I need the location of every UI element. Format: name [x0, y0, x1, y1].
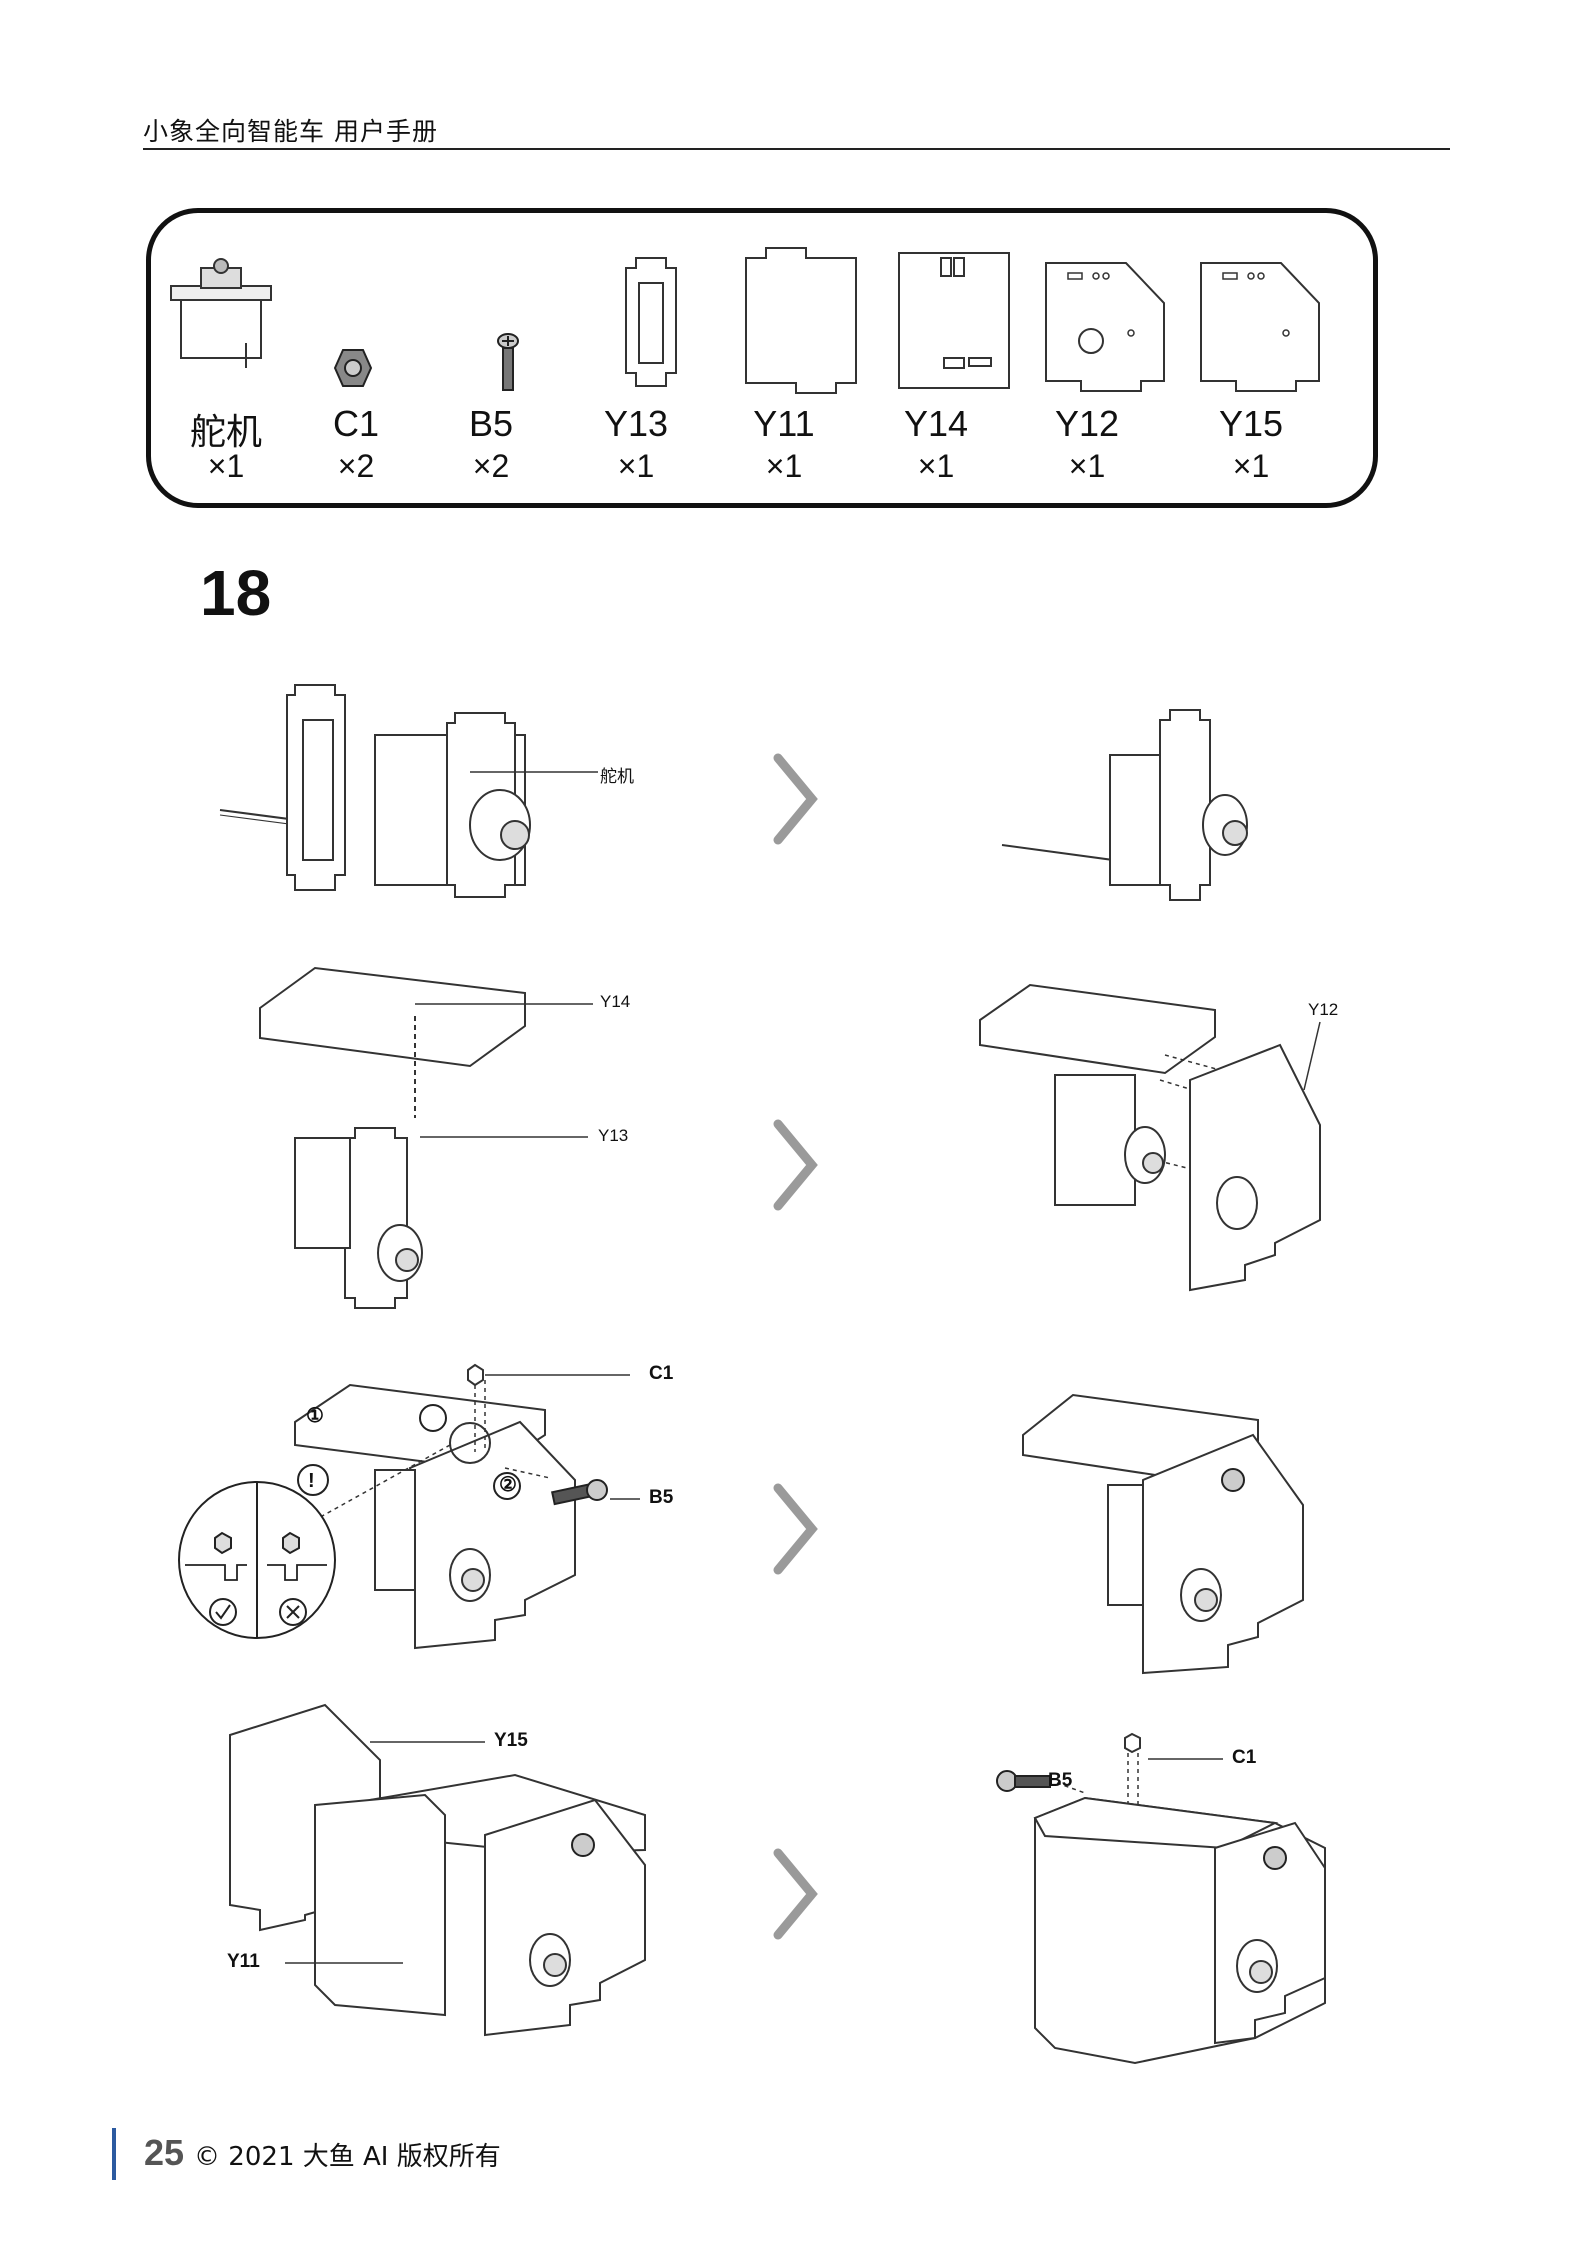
callout-y15: Y15 [494, 1730, 528, 1751]
callout-c1: C1 [1232, 1747, 1257, 1768]
part-name: Y14 [903, 403, 969, 444]
leader-line [1148, 1758, 1223, 1760]
page-footer: 25 © 2021 大鱼 AI 版权所有 [144, 2132, 501, 2174]
callout-b5: B5 [649, 1487, 674, 1508]
part-name: B5 [468, 403, 514, 444]
leader-line [285, 1962, 403, 1964]
step-marker-1: ① [306, 1405, 324, 1427]
part-qty: ×2 [472, 448, 510, 484]
part-qty: ×1 [765, 448, 803, 484]
leader-line [370, 1741, 485, 1743]
callout-c1: C1 [649, 1363, 674, 1384]
copyright-text: © 2021 大鱼 AI 版权所有 [194, 2142, 501, 2172]
top-plate-icon [898, 252, 1010, 389]
page-header-title: 小象全向智能车 用户手册 [143, 117, 438, 146]
header-divider [143, 148, 1450, 150]
part-qty: ×1 [1068, 448, 1106, 484]
next-step-arrow-icon [773, 753, 818, 845]
page-number: 25 [144, 2132, 185, 2173]
assembly-servo-frame-result-diagram [1001, 709, 1248, 901]
assembly-c1-b5-diagram [178, 1363, 608, 1650]
part-name: Y11 [753, 403, 815, 444]
leader-line [470, 771, 598, 773]
part-qty: ×1 [207, 448, 245, 484]
front-plate-icon [1045, 262, 1165, 392]
screw-icon [497, 333, 519, 391]
frame-plate-icon [625, 257, 677, 387]
assembly-y11-y15-diagram [229, 1703, 646, 2037]
assembly-y14-y13-diagram [259, 966, 526, 1309]
part-qty: ×1 [617, 448, 655, 484]
leader-line [610, 1498, 640, 1500]
part-name: Y12 [1054, 403, 1120, 444]
part-name: Y15 [1218, 403, 1284, 444]
part-qty: ×2 [337, 448, 375, 484]
next-step-arrow-icon [773, 1848, 818, 1940]
step-marker-2: ② [499, 1474, 517, 1496]
next-step-arrow-icon [773, 1483, 818, 1575]
part-name: Y13 [603, 403, 669, 444]
callout-y12: Y12 [1308, 1000, 1339, 1019]
hex-nut-icon [333, 349, 373, 387]
parts-list-box: 舵机 ×1 C1 ×2 B5 ×2 Y13 ×1 Y11 ×1 Y14 ×1 Y… [146, 208, 1378, 508]
leader-line [1303, 1021, 1321, 1091]
assembly-final-screw-diagram [996, 1732, 1326, 2065]
front-plate-icon [1200, 262, 1320, 392]
part-qty: ×1 [917, 448, 955, 484]
callout-b5: B5 [1048, 1770, 1073, 1791]
assembly-y12-attach-diagram [979, 983, 1321, 1292]
assembly-c1-b5-result-diagram [1022, 1393, 1304, 1675]
part-name: C1 [332, 403, 380, 444]
part-name: 舵机 [189, 411, 262, 452]
warning-marker: ! [308, 1470, 315, 1492]
callout-y14: Y14 [600, 992, 631, 1011]
assembly-servo-frame-diagram [219, 684, 531, 898]
footer-accent-bar [112, 2128, 116, 2180]
step-number: 18 [200, 557, 272, 629]
leader-line [420, 1136, 588, 1138]
side-plate-icon [745, 247, 857, 394]
leader-line [415, 1003, 593, 1005]
callout-y11: Y11 [227, 1951, 260, 1972]
callout-servo: 舵机 [600, 767, 634, 786]
callout-y13: Y13 [598, 1126, 629, 1145]
part-qty: ×1 [1232, 448, 1270, 484]
leader-line [485, 1374, 630, 1376]
servo-icon [170, 258, 272, 368]
next-step-arrow-icon [773, 1119, 818, 1211]
